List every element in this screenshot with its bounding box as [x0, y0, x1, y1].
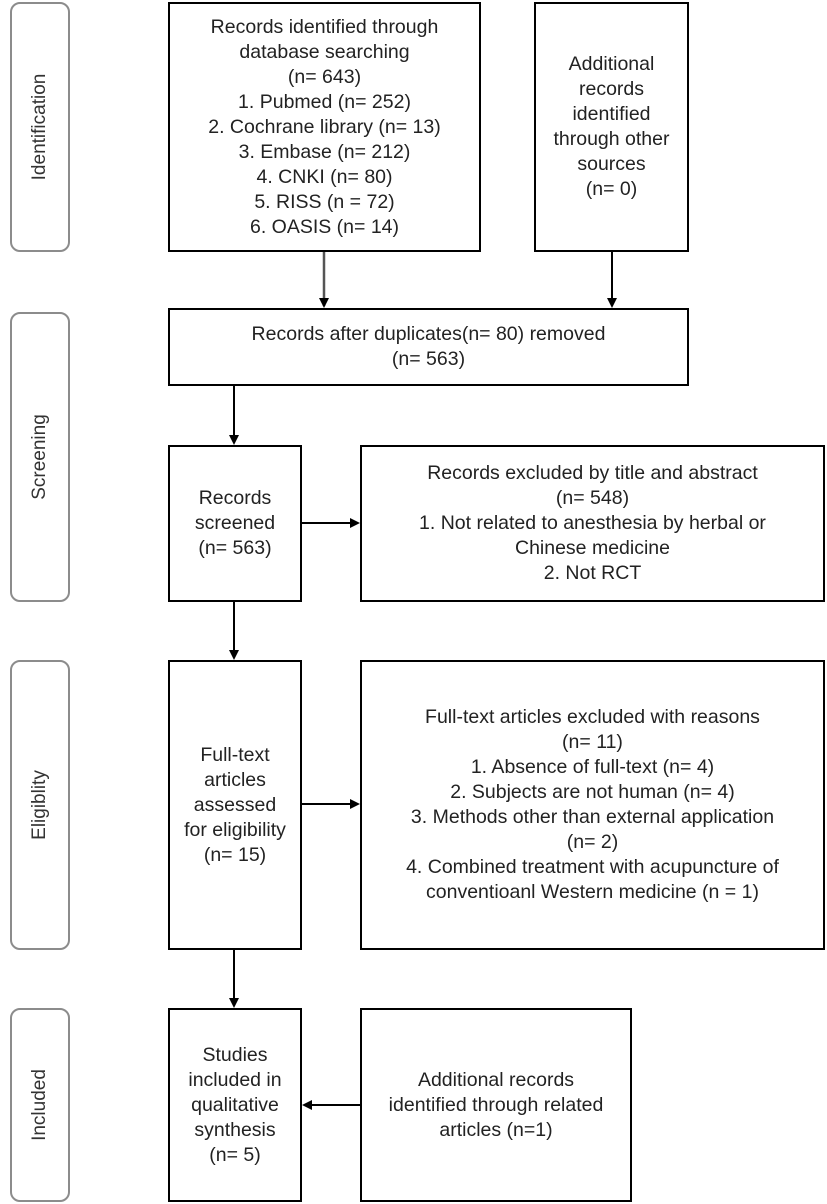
- screened-line: screened: [194, 512, 276, 534]
- after-duplicates-line: Records after duplicates(n= 80) removed: [251, 323, 606, 345]
- additional-related-line: Additional records: [417, 1068, 575, 1091]
- fulltext-excluded-line: 2. Subjects are not human (n= 4): [450, 781, 735, 803]
- fulltext-assessed-line: for eligibility: [184, 818, 286, 841]
- fulltext-assessed-line: (n= 15): [203, 843, 267, 866]
- additional-related-line: identified through related: [388, 1093, 604, 1116]
- db-search-line: 5. RISS (n = 72): [254, 190, 395, 213]
- other-sources-line: (n= 0): [585, 178, 638, 200]
- included-line: qualitative: [191, 1093, 279, 1116]
- excluded-title-line: (n= 548): [555, 487, 630, 509]
- fulltext-excluded-line: Full-text articles excluded with reasons: [425, 706, 760, 728]
- after-duplicates-line: (n= 563): [391, 348, 466, 370]
- other-sources-line: Additional: [568, 53, 655, 75]
- other-sources-line: records: [578, 78, 645, 100]
- box-other-sources: Additional records identified through ot…: [534, 2, 689, 252]
- stage-identification: Identification: [10, 2, 70, 252]
- box-fulltext-excluded: Full-text articles excluded with reasons…: [360, 660, 825, 950]
- fulltext-assessed-line: Full-text: [200, 743, 270, 766]
- fulltext-excluded-line: 3. Methods other than external applicati…: [410, 806, 775, 828]
- other-sources-line: identified: [572, 103, 651, 125]
- box-fulltext-assessed: Full-text articles assessed for eligibil…: [168, 660, 302, 950]
- db-search-line: (n= 643): [287, 65, 362, 88]
- included-line: synthesis: [194, 1118, 276, 1141]
- additional-related-line: articles (n=1): [439, 1118, 553, 1141]
- included-line: (n= 5): [209, 1143, 261, 1166]
- stage-eligibility: Eligiblity: [10, 660, 70, 950]
- fulltext-assessed-line: articles: [204, 768, 266, 791]
- db-search-line: 1. Pubmed (n= 252): [238, 90, 411, 113]
- other-sources-line: through other: [553, 128, 670, 150]
- box-excluded-title-abstract: Records excluded by title and abstract (…: [360, 445, 825, 602]
- screened-line: Records: [198, 487, 272, 509]
- excluded-title-line: Chinese medicine: [514, 537, 670, 559]
- db-search-line: database searching: [239, 40, 410, 63]
- fulltext-excluded-line: 4. Combined treatment with acupuncture o…: [406, 856, 779, 878]
- db-search-line: 4. CNKI (n= 80): [256, 165, 393, 188]
- db-search-line: 2. Cochrane library (n= 13): [208, 115, 441, 138]
- stage-included: Included: [10, 1008, 70, 1202]
- other-sources-line: sources: [577, 153, 646, 175]
- fulltext-excluded-line: (n= 2): [566, 831, 619, 853]
- excluded-title-line: 2. Not RCT: [543, 562, 642, 584]
- db-search-line: Records identified through: [210, 15, 439, 38]
- fulltext-assessed-line: assessed: [193, 793, 277, 816]
- stage-screening: Screening: [10, 312, 70, 602]
- excluded-title-line: Records excluded by title and abstract: [427, 462, 758, 484]
- db-search-line: 6. OASIS (n= 14): [249, 215, 400, 238]
- fulltext-excluded-line: (n= 11): [562, 731, 623, 753]
- fulltext-excluded-line: 1. Absence of full-text (n= 4): [470, 756, 715, 778]
- box-after-duplicates: Records after duplicates(n= 80) removed …: [168, 308, 689, 386]
- fulltext-excluded-line: conventioanl Western medicine (n = 1): [426, 881, 759, 903]
- included-line: Studies: [202, 1043, 268, 1066]
- box-records-screened: Records screened (n= 563): [168, 445, 302, 602]
- box-additional-related: Additional records identified through re…: [360, 1008, 632, 1202]
- box-database-search: Records identified through database sear…: [168, 2, 481, 252]
- excluded-title-line: 1. Not related to anesthesia by herbal o…: [419, 512, 766, 534]
- db-search-line: 3. Embase (n= 212): [238, 140, 411, 163]
- box-included-studies: Studies included in qualitative synthesi…: [168, 1008, 302, 1202]
- included-line: included in: [188, 1068, 282, 1091]
- screened-line: (n= 563): [198, 537, 272, 559]
